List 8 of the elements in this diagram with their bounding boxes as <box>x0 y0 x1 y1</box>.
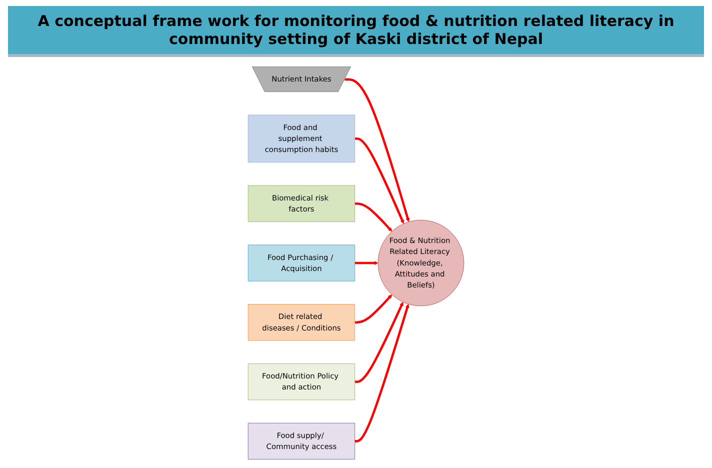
arrow <box>354 137 404 224</box>
arrow <box>344 78 410 222</box>
arrow <box>354 302 404 383</box>
title-banner: A conceptual frame work for monitoring food & nutrition related literacy in community setting of Kaski district of Nepal <box>8 6 704 57</box>
arrow <box>354 260 378 266</box>
arrow <box>354 304 410 442</box>
arrow <box>354 202 392 232</box>
arrow <box>354 294 392 324</box>
